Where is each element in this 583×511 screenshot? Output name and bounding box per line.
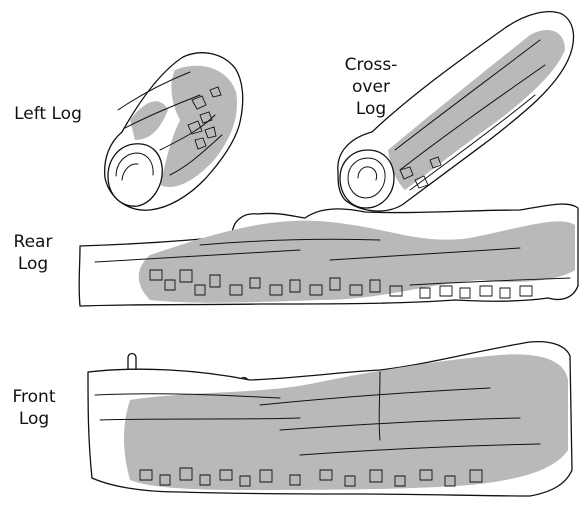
cross-over-log <box>338 12 574 211</box>
rear-log <box>79 204 578 306</box>
front-log <box>88 342 572 496</box>
left-log <box>105 53 243 210</box>
